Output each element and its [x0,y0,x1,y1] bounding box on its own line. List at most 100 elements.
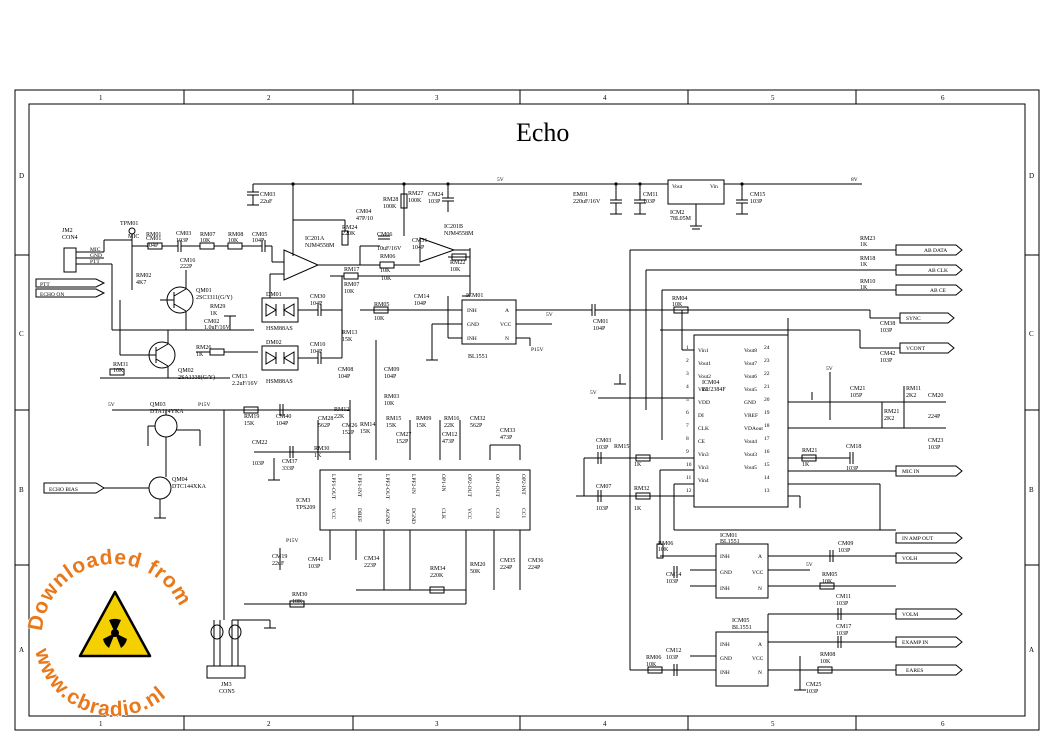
qm02-ref: QM02 [178,368,194,374]
icm01-gnd-pin: GND [467,322,479,328]
bl5-inh2-pin: INH [720,670,730,676]
watermark-badge: Downloaded from www.cbradio.nl [23,545,196,722]
rm06-ref: RM06 [380,254,395,260]
rm04-value: 10K [672,302,683,308]
icm04-left-pin-label: Vin1 [698,348,709,354]
icm04-left-pin-number: 2 [686,358,689,364]
rm08-ref: RM08 [228,232,243,238]
rm32-ref: RM32 [634,486,649,492]
jm2-mic-pin: MIC [90,247,101,253]
rm26-value: 1K [196,352,204,358]
rm28-ref: RM28 [383,197,398,203]
rm13-ref: RM13 [342,330,357,336]
icm04-right-pin-number: 18 [764,423,770,429]
vreg-vout-pin: Vout [672,184,683,190]
jm3-value: CON5 [219,689,235,695]
grid-row-d-left: D [19,172,24,180]
cm17-value: 103P [836,631,849,637]
cm34-value: 223P [364,563,377,569]
cm11-ref: CM11 [643,192,658,198]
bl1-vcc-pin: VCC [752,570,764,576]
qm03-value: DTA114YKA [150,409,184,415]
icm04-left-pin-number: 4 [686,384,689,390]
ab-ce-label: AB CE [930,288,947,294]
cm01b-value: 104P [593,326,606,332]
echo-on-port-label: ECHO ON [40,292,64,298]
grid-row-c-left: C [19,330,24,338]
icm04-left-pin-number: 6 [686,410,689,416]
cm05-value: 104P [252,238,265,244]
rm26-ref: RM26 [196,345,211,351]
bl5-n-pin: N [758,670,762,676]
rm22-ref: RM22 [450,260,465,266]
grid-col-2-top: 2 [267,94,271,102]
cm05-ref: CM05 [252,232,267,238]
bl5-a-pin: A [758,642,762,648]
cm41-ref: CM41 [308,557,323,563]
grid-col-6-bottom: 6 [941,720,945,728]
rm21-value: 2K2 [884,416,894,422]
bl1-inh-pin: INH [720,554,730,560]
icm04-left-pin-number: 8 [686,436,689,442]
qm04-ref: QM04 [172,477,188,483]
vcont-label: VCONT [906,346,926,352]
vol-h-port [895,552,963,564]
cm12b-ref: CM12 [666,648,681,654]
ic201a-value: NJM4558M [305,243,335,249]
sync-port [899,312,955,324]
grid-ticks [15,90,1039,730]
icm3-bottom-pin-label: CC0 [494,508,500,518]
bl1-gnd-pin: GND [720,570,732,576]
cm36-ref: CM36 [528,558,543,564]
icm04-right-pin-label: Vout7 [744,361,757,367]
icm04-right-pin-label: Vout3 [744,452,757,458]
tpm01-ref: TPM01 [120,221,138,227]
rm08b-ref: RM08 [820,652,835,658]
rm12-value: 22K [334,414,345,420]
icm04-left-pin-label: VDD [698,400,710,406]
jm2-ptt-pin: PTT [90,259,100,265]
rm29-ref: RM29 [210,304,225,310]
cm03-top-ref: CM03 [260,192,275,198]
cm14-ref: CM14 [414,294,429,300]
cm19-value: 22uF [272,561,285,567]
cm40-ref: CM40 [276,414,291,420]
bl1-5v: 5V [806,562,813,568]
icm3-bottom-pin-label: VCC [466,508,472,520]
icm04-left-pin-label: Vin2 [698,387,709,393]
rm30-value: 1K [314,453,322,459]
cm07-ref: CM07 [596,484,611,490]
icm04-right-pin-number: 21 [764,384,770,390]
qm03-p15v: P15V [198,402,211,408]
rm06c-value: 10K [646,662,657,668]
dm02-value: HSM88AS [266,379,293,385]
icm04-left-pin-number: 7 [686,423,689,429]
rm08b-value: 10K [820,659,831,665]
icm04-left-pin-label: CE [698,439,706,445]
icm3-top-pin-label: LPF2-IN [410,474,416,494]
cm41-value: 103P [308,564,321,570]
bu-5v-label: 5V [826,366,833,372]
icm04-value: BU2384F [702,387,726,393]
cm28-value: 562P [318,423,331,429]
grid-col-5-bottom: 5 [771,720,775,728]
cm38-value: 103P [880,328,893,334]
cm02-ref: CM02 [204,319,219,325]
cm40-value: 104P [276,421,289,427]
echo-bias-port [43,482,105,494]
icm3-bottom-pin-label: DGND [410,508,416,524]
cm22-ref: CM22 [252,440,267,446]
rm06b-ref: RM06 [658,541,673,547]
vol-m-label: VOLM [902,612,918,618]
icm2-value: 78L05M [670,216,692,222]
rm24-value: 220K [342,231,356,237]
ab-data-port [895,244,963,256]
qm01-ref: QM01 [196,288,212,294]
cm02-value: 1.0uF/16V [204,325,231,331]
diode-pair-dm01 [261,297,299,323]
cm09b-ref: CM09 [838,541,853,547]
rm07b-value: 10K [344,289,355,295]
rm02-value: 4K7 [136,280,146,286]
rm07-ref: RM07 [200,232,215,238]
